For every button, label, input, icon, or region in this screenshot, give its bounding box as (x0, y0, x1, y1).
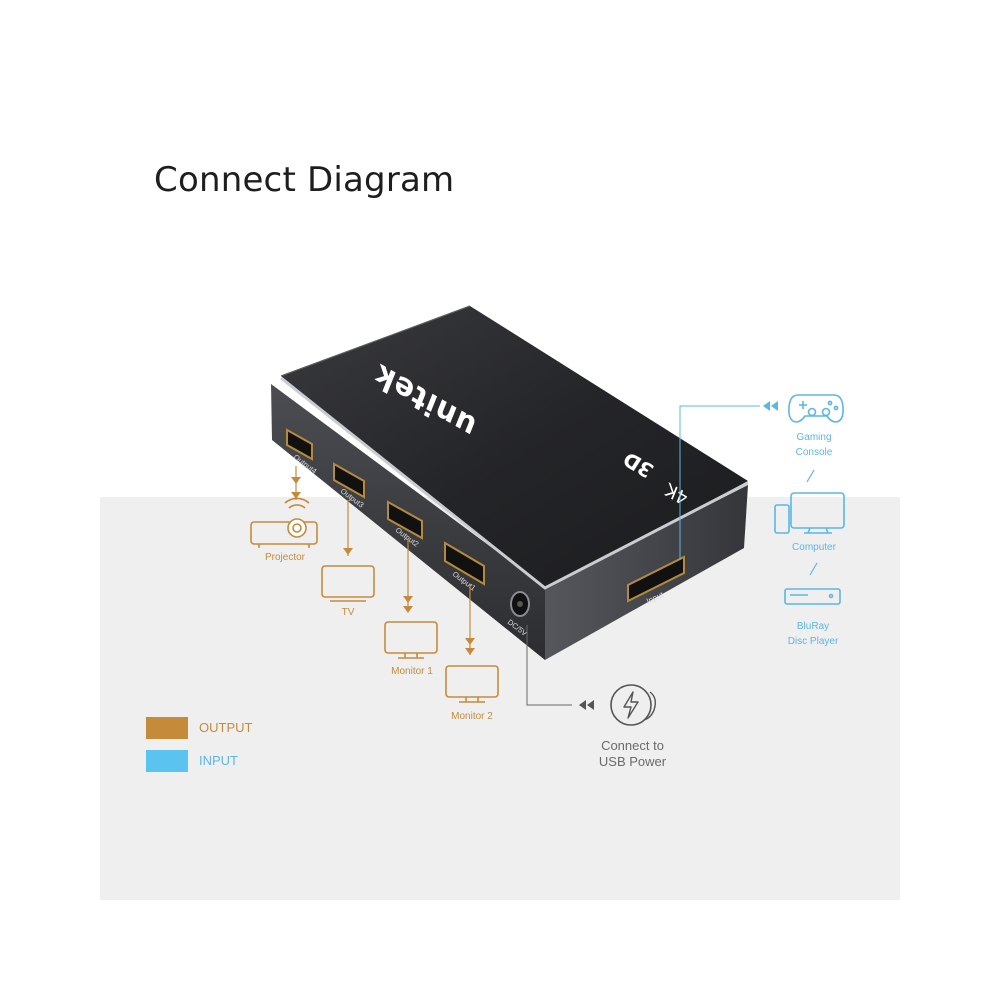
arrow-output1 (465, 584, 475, 655)
legend-output-label: OUTPUT (199, 720, 253, 735)
gaming-console-label: Gaming Console (795, 432, 833, 458)
device-end-side (545, 485, 748, 660)
projector-icon (250, 497, 318, 548)
lightning-icon (610, 684, 657, 726)
arrow-output2 (403, 538, 413, 613)
bluray-label: BluRay Disc Player (787, 621, 839, 647)
separator-slash (806, 469, 815, 483)
separator-slash (809, 562, 818, 576)
arrow-output3 (343, 500, 353, 556)
arrow-output4 (291, 466, 301, 500)
usb-power-connector (526, 625, 594, 710)
monitor-icon (445, 665, 499, 703)
computer-icon (774, 492, 845, 534)
computer-label: Computer (792, 542, 836, 553)
hdmi-port-output1: Output1 (444, 541, 485, 593)
input-connector (679, 401, 778, 560)
legend-input-label: INPUT (199, 753, 238, 768)
legend-input-swatch (146, 750, 188, 772)
monitor-2-label: Monitor 2 (451, 711, 493, 722)
device-top-face (281, 306, 748, 590)
output-connectors (291, 466, 475, 655)
bluray-player-icon (784, 588, 841, 605)
tv-label: TV (341, 607, 355, 618)
usb-power-label: Connect to USB Power (598, 738, 667, 769)
monitor-1-label: Monitor 1 (391, 666, 433, 677)
page-title: Connect Diagram (154, 160, 455, 200)
legend-output-swatch (146, 717, 188, 739)
monitor-icon (384, 621, 438, 659)
projector-label: Projector (264, 552, 305, 563)
hdmi-splitter-device: unitek 3D 4K Output4 Output3 Output2 Out… (271, 305, 749, 660)
tv-icon (321, 565, 375, 602)
gamepad-icon (788, 394, 844, 423)
